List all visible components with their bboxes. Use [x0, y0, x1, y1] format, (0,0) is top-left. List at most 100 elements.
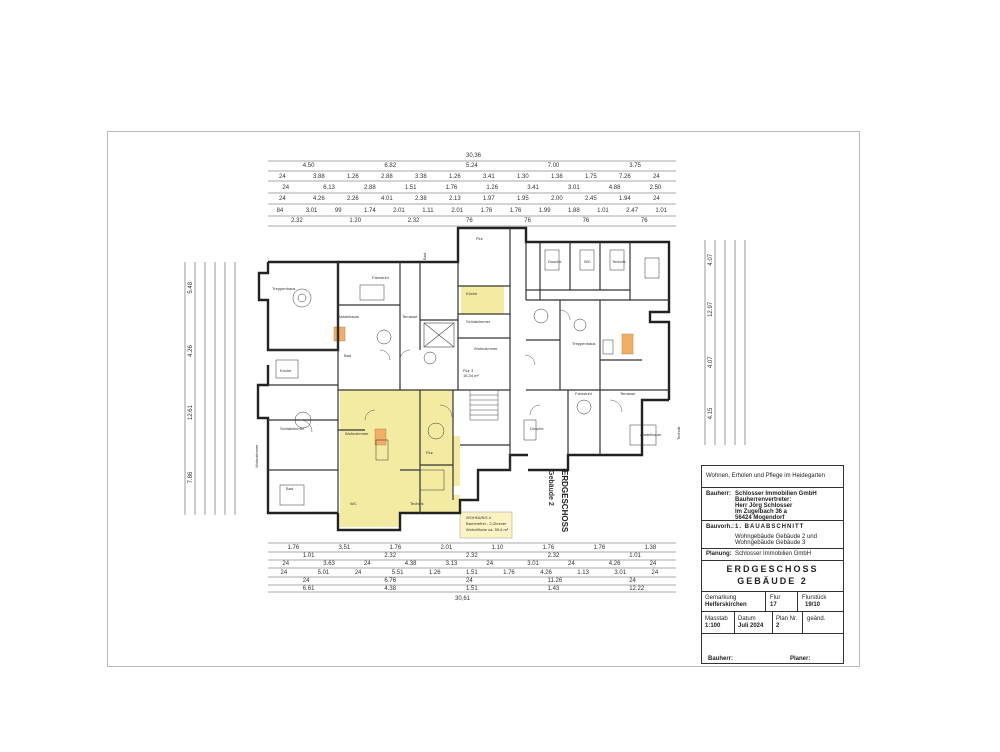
- door-swings: [299, 309, 623, 433]
- tb-sheet-title-row: ERDGESCHOSS GEBÄUDE 2: [702, 561, 843, 592]
- top-dimension-lines: [268, 160, 676, 227]
- tb-flur-cell: Flur 17: [765, 592, 780, 611]
- dim-label: 24: [629, 578, 636, 584]
- dim-label: 1.76: [543, 545, 555, 551]
- dim-label: 7.00: [548, 163, 560, 169]
- dim-label: 4.07: [708, 356, 714, 368]
- dim-label: 2.00: [551, 196, 563, 202]
- total-dim-top: 30,36: [466, 153, 482, 159]
- tb-bauherr-line3: Herr Jörg Schlosser: [735, 503, 793, 509]
- tb-project: Wohnen, Erholen und Pflege im Heidegarte…: [706, 473, 825, 479]
- dim-label: 24: [568, 561, 575, 567]
- room-label: WC: [584, 259, 591, 264]
- right-dimension-lines: [704, 240, 746, 445]
- dim-label: 4.15: [708, 407, 714, 419]
- tb-plannr-cell: Plan Nr. 2: [772, 612, 797, 633]
- dim-label: 1.99: [539, 208, 551, 214]
- tb-flurstueck-value: 19/10: [805, 602, 821, 608]
- dim-label: 1.94: [619, 196, 631, 202]
- dim-label: 1.75: [585, 174, 597, 180]
- dim-label: 24: [355, 570, 362, 576]
- dim-label: 3.01: [306, 208, 318, 214]
- dim-label: 24: [652, 570, 659, 576]
- dim-label: 2.13: [449, 196, 461, 202]
- room-label: Flur: [476, 236, 484, 241]
- room-label: Schlafzimmer: [466, 319, 491, 324]
- fixtures: [275, 249, 660, 506]
- dim-label: 24: [466, 578, 473, 584]
- tb-planung-value: Schlosser Immobilien GmbH: [735, 551, 812, 557]
- room-label: Bad: [286, 486, 293, 491]
- staircase: [469, 389, 499, 421]
- dim-label: 1.26: [429, 570, 441, 576]
- room-label: Küche: [280, 368, 292, 373]
- room-label: Technik: [612, 259, 626, 264]
- dim-label: 1.51: [405, 185, 417, 191]
- tb-planung-row: Planung: Schlosser Immobilien GmbH: [702, 549, 843, 561]
- dim-label: 1.10: [492, 545, 504, 551]
- room-label: Dusche: [548, 259, 562, 264]
- room-label: Fahrstuhl: [575, 391, 592, 396]
- dim-label: 3.51: [339, 545, 351, 551]
- dim-label: 1.01: [597, 208, 609, 214]
- room-label: Schlafzimmer: [280, 426, 305, 431]
- dim-label: 24: [279, 196, 286, 202]
- tb-signature-bauherr: Bauherr:: [708, 656, 734, 662]
- tb-bauherr-line1: Schlosser Immobilien GmbH: [735, 491, 817, 497]
- dim-label: 4.26: [609, 561, 621, 567]
- dim-label: 1.30: [517, 174, 529, 180]
- dim-label: 3.13: [446, 561, 458, 567]
- dim-label: 1.76: [390, 545, 402, 551]
- dim-label: 1.74: [364, 208, 376, 214]
- dim-label: 1.13: [577, 570, 589, 576]
- tb-datum-cell: Datum Juli 2024: [734, 612, 763, 633]
- dim-label: 1.76: [594, 545, 606, 551]
- dim-label: 3.88: [313, 174, 325, 180]
- rotated-label-top: Bad: [422, 253, 427, 260]
- dim-label: 1.26: [347, 174, 359, 180]
- dim-label: 1.95: [517, 196, 529, 202]
- room-label: Bad: [344, 353, 351, 358]
- room-label: Treppenhaus: [572, 341, 595, 346]
- rotated-label-right: Technik: [676, 426, 681, 440]
- dim-label: 1.20: [349, 218, 361, 224]
- room-label: Treppenhaus: [272, 286, 295, 291]
- tb-bauherr-label: Bauherr:: [706, 491, 732, 497]
- room-label: Technik: [410, 501, 424, 506]
- dim-label: 3.41: [527, 185, 539, 191]
- apartment-info-sub1: Barrierefrei - 2-Zimmer: [466, 521, 507, 526]
- dim-label: 24: [650, 561, 657, 567]
- dim-label: 84: [277, 208, 284, 214]
- tb-gemarkung-value: Helferskirchen: [705, 602, 747, 608]
- tb-datum-value: Juli 2024: [738, 623, 764, 629]
- dim-label: 2.50: [650, 185, 662, 191]
- dim-label: 24: [282, 185, 289, 191]
- tb-geaend-label: geänd.: [807, 616, 826, 622]
- dim-label: 3.01: [527, 561, 539, 567]
- tb-gemarkung-label: Gemarkung: [705, 595, 737, 601]
- tb-flur-label: Flur: [770, 595, 781, 601]
- rotated-label-left: Wohnzimmer: [254, 444, 259, 468]
- tb-bauherr-row: Bauherr: Schlosser Immobilien GmbH Bauhe…: [702, 488, 843, 521]
- tb-masstab-row: Masstab 1:100 Datum Juli 2024 Plan Nr. 2…: [702, 612, 843, 634]
- dim-label: 5.51: [392, 570, 404, 576]
- exterior-walls: [256, 226, 671, 532]
- dim-label: 6.61: [303, 586, 315, 592]
- dim-label: 1.76: [481, 208, 493, 214]
- dim-label: 24: [653, 196, 660, 202]
- dim-label: 24: [653, 174, 660, 180]
- dim-label: 1.76: [446, 185, 458, 191]
- room-label: Abstellraum: [338, 314, 360, 319]
- dim-label: 12.61: [188, 404, 194, 420]
- tb-bauvorh-line2: Wohngebäude Gebäude 3: [735, 540, 806, 546]
- dim-label: 24: [282, 561, 289, 567]
- dim-label: 4.01: [381, 196, 393, 202]
- dim-label: 4.50: [303, 163, 315, 169]
- dim-label: 2.88: [364, 185, 376, 191]
- dim-label: 1.01: [655, 208, 667, 214]
- dim-label: 1.11: [422, 208, 434, 214]
- dim-label: 2.32: [384, 553, 396, 559]
